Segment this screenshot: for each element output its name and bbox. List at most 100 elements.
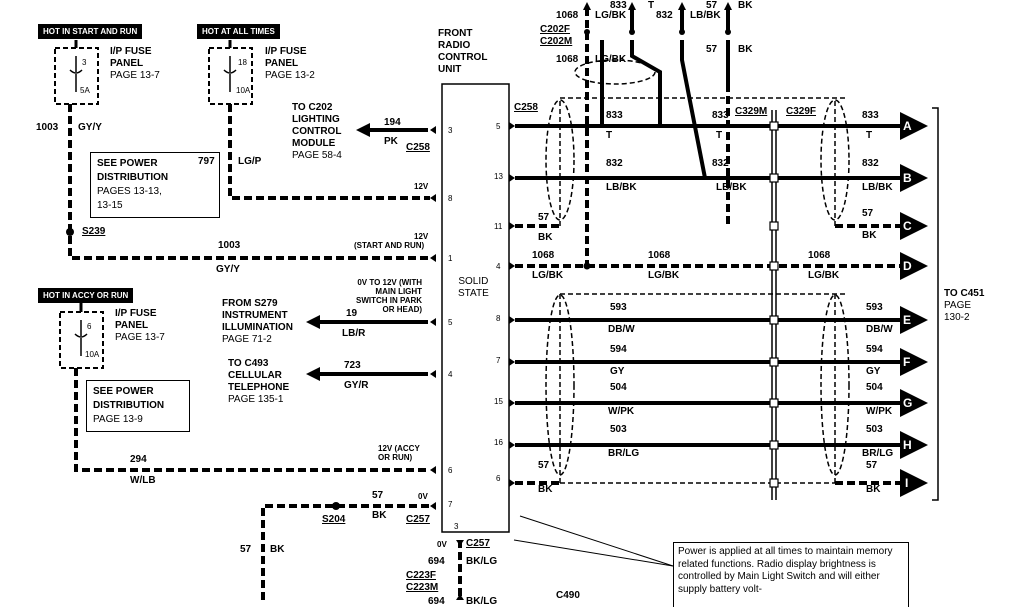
row-b-num-right: 832 [862, 158, 879, 169]
wire-19-color: LB/R [342, 328, 366, 339]
bottom-wire-694b: 694 [428, 596, 445, 607]
terminal-f: F [903, 355, 911, 369]
c202f-label: C202F [540, 24, 571, 35]
pin-left-1: 1 [448, 254, 453, 263]
wire-797-num: 797 [198, 156, 215, 167]
row-i-color-right: BK [866, 484, 881, 495]
row-i-num-left: 57 [538, 460, 550, 471]
pin-right-4: 4 [496, 262, 501, 271]
c258-right-label: C258 [514, 102, 538, 113]
row-d-color-right: LG/BK [808, 270, 840, 281]
wire-19-num: 19 [346, 308, 358, 319]
c329f-label: C329F [786, 106, 817, 117]
row-d-color-left: LG/BK [532, 270, 564, 281]
row-g-color-left: W/PK [608, 406, 635, 417]
top-wire-1068b: 1068 [556, 54, 579, 65]
pin-right-7: 7 [496, 356, 501, 365]
pin-right-6: 6 [496, 474, 501, 483]
fuse1-num: 3 [82, 58, 87, 67]
s239-label: S239 [82, 226, 106, 237]
row-c-num-left: 57 [538, 212, 550, 223]
fuse3-amp: 10A [85, 350, 100, 359]
top-wire-833-color: T [648, 0, 655, 11]
row-a-num-right: 833 [862, 110, 879, 121]
fuse2-num: 18 [238, 58, 247, 67]
pin-right-8: 8 [496, 314, 501, 323]
wire-294-num: 294 [130, 454, 147, 465]
c223m-label: C223M [406, 582, 439, 593]
0v-label: 0V [418, 492, 428, 501]
top-wire-832-color: LB/BK [690, 10, 721, 21]
row-g-num-right: 504 [866, 382, 883, 393]
row-e-color-left: DB/W [608, 324, 635, 335]
pin-left-6: 6 [448, 466, 453, 475]
row-i-color-left: BK [538, 484, 553, 495]
wire-57b-color: BK [270, 544, 285, 555]
terminal-c: C [903, 219, 912, 233]
pin-right-13: 13 [494, 172, 503, 181]
pin-left-7: 7 [448, 500, 453, 509]
row-b-num-left: 832 [606, 158, 623, 169]
terminal-d: D [903, 259, 912, 273]
fuse2-amp: 10A [236, 86, 251, 95]
terminal-g: G [903, 396, 913, 410]
row-f-num-left: 594 [610, 344, 627, 355]
terminal-a: A [903, 119, 912, 133]
bottom-wire-694: 694 [428, 556, 445, 567]
row-d-num-right: 1068 [808, 250, 831, 261]
hot-all-times-header: HOT AT ALL TIMES [197, 24, 280, 39]
wire-57-color: BK [372, 510, 387, 521]
row-h-color-left: BR/LG [608, 448, 640, 459]
row-d-color-mid: LG/BK [648, 270, 680, 281]
wire-1003b-color: GY/Y [216, 264, 240, 275]
row-f-color-right: GY [866, 366, 881, 377]
wire-723-color: GY/R [344, 380, 369, 391]
fuse1-amp: 5A [80, 86, 90, 95]
row-a-num-left: 833 [606, 110, 623, 121]
bottom-c257-label: C257 [466, 538, 490, 549]
row-a-color-left: T [606, 130, 613, 141]
pin-right-5: 5 [496, 122, 501, 131]
12v-label-1: 12V [414, 182, 429, 191]
pin-left-3b: 3 [454, 522, 459, 531]
row-b-color-left: LB/BK [606, 182, 637, 193]
top-wire-57-color: BK [738, 0, 753, 11]
row-h-num-right: 503 [866, 424, 883, 435]
pin-right-16: 16 [494, 438, 503, 447]
start-run-label: (START AND RUN) [354, 241, 425, 250]
row-c-color-left: BK [538, 232, 553, 243]
wire-1003-color: GY/Y [78, 122, 102, 133]
row-g-color-right: W/PK [866, 406, 893, 417]
row-c-color-right: BK [862, 230, 877, 241]
row-i-num-right: 57 [866, 460, 878, 471]
top-wire-57b-color: BK [738, 44, 753, 55]
pin-left-3: 3 [448, 126, 453, 135]
wire-1003-num: 1003 [36, 122, 59, 133]
top-wire-1068b-color: LG/BK [595, 54, 627, 65]
row-d-num-mid: 1068 [648, 250, 671, 261]
top-wire-1068: 1068 [556, 10, 579, 21]
row-e-num-left: 593 [610, 302, 627, 313]
hot-accy-run-header: HOT IN ACCY OR RUN [38, 288, 134, 303]
row-e-num-right: 593 [866, 302, 883, 313]
row-f-color-left: GY [610, 366, 625, 377]
bottom-0v-label: 0V [437, 540, 447, 549]
wire-57-num: 57 [372, 490, 384, 501]
top-wire-57b: 57 [706, 44, 718, 55]
pin-right-15: 15 [494, 397, 503, 406]
bottom-wire-694b-color: BK/LG [466, 596, 498, 607]
wire-194-num: 194 [384, 117, 401, 128]
wire-57b-num: 57 [240, 544, 252, 555]
row-b-num-mid: 832 [712, 158, 729, 169]
